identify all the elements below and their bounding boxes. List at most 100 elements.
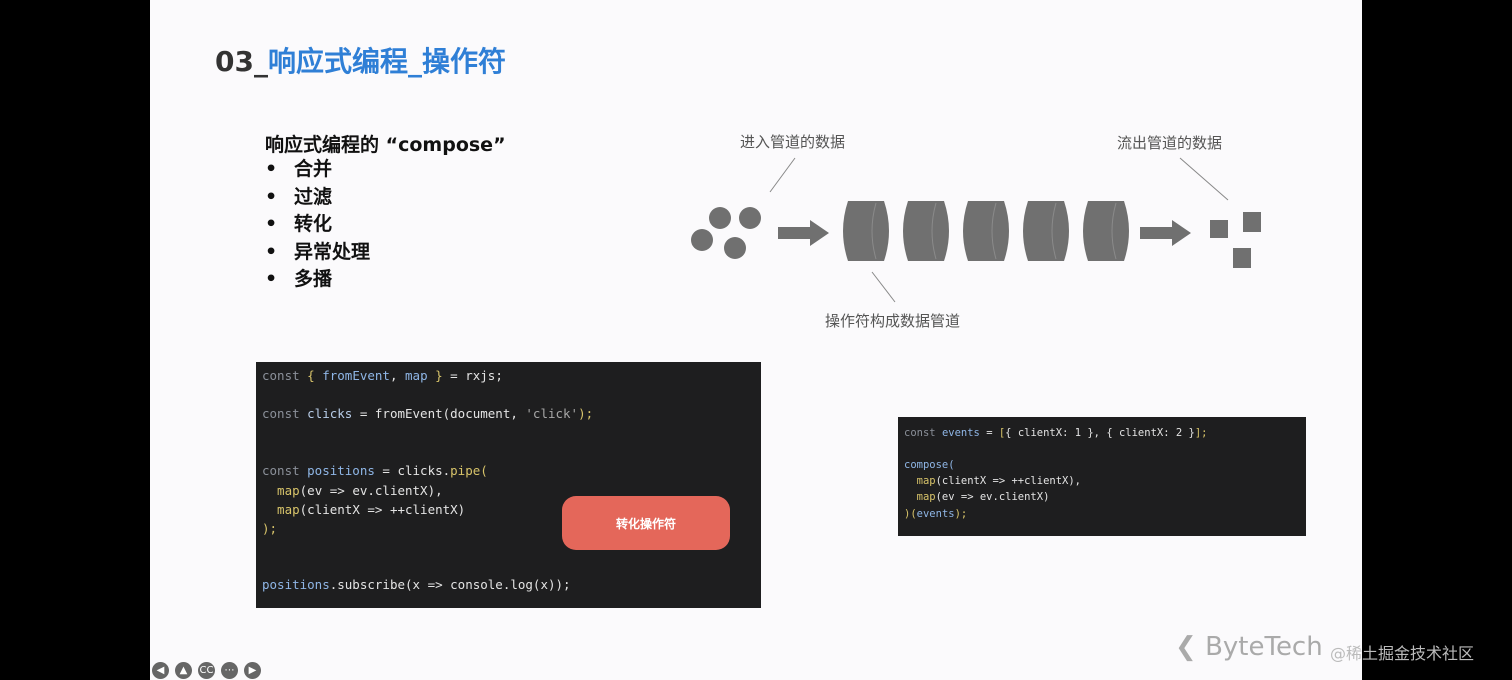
bullet-text: 异常处理 xyxy=(294,240,371,263)
code-token: events xyxy=(941,427,980,439)
code-token: map xyxy=(262,483,300,498)
bullet-dot: • xyxy=(265,185,278,208)
code-token: positions xyxy=(307,463,375,478)
watermark: @稀土掘金技术社区 xyxy=(1330,644,1475,663)
label-output-data: 流出管道的数据 xyxy=(1117,134,1223,152)
logo-text: ByteTech xyxy=(1205,632,1323,662)
operator-cylinder xyxy=(1083,201,1129,261)
operator-cylinder xyxy=(843,201,889,261)
output-data-square xyxy=(1243,212,1261,232)
code-token: .subscribe(x => console.log(x)); xyxy=(329,577,571,592)
code-token: { xyxy=(307,368,323,383)
arrow-in-icon xyxy=(778,220,829,246)
operator-cylinder xyxy=(1023,201,1069,261)
code-token: (clientX => ++clientX), xyxy=(935,475,1082,487)
input-data-circle xyxy=(709,207,731,229)
code-token: ]; xyxy=(1194,427,1208,439)
bullet-dot: • xyxy=(265,213,278,235)
code-token: map xyxy=(904,475,936,487)
code-token: (clientX => ++clientX) xyxy=(299,502,466,517)
player-controls: ◀ ▲ CC ⋯ ▶ xyxy=(152,662,261,679)
leader-line xyxy=(769,157,796,193)
code-token: ); xyxy=(954,508,968,520)
cylinder-edge xyxy=(991,202,997,260)
pointer-icon[interactable]: ▲ xyxy=(175,662,192,679)
cylinder-edge xyxy=(931,202,937,260)
bytetech-logo: ❮ ByteTech xyxy=(1175,632,1323,662)
input-data-circle xyxy=(724,237,746,259)
callout-transform-operator: 转化操作符 xyxy=(562,496,730,550)
code-token: map xyxy=(262,502,300,517)
code-token: const xyxy=(262,463,308,478)
leader-line xyxy=(871,271,896,303)
code-line: const positions = clicks.pipe( xyxy=(262,463,488,478)
code-token: = clicks. xyxy=(374,463,451,478)
output-data-square xyxy=(1233,248,1251,268)
bullet-dot: • xyxy=(265,240,278,263)
bullet-item: • 多播 xyxy=(265,266,370,294)
code-line: const { fromEvent, map } = rxjs; xyxy=(262,368,503,383)
operator-cylinder xyxy=(963,201,1009,261)
code-token: fromEvent xyxy=(322,368,390,383)
slide-title: 03_响应式编程_操作符 xyxy=(215,40,506,80)
rxjs-code-block: const { fromEvent, map } = rxjs;const cl… xyxy=(256,362,761,608)
code-token: const xyxy=(262,368,308,383)
code-line: map(clientX => ++clientX), xyxy=(904,475,1081,487)
leader-line xyxy=(1179,157,1229,201)
arrow-out-icon xyxy=(1140,220,1191,246)
code-token: (ev => ev.clientX) xyxy=(935,491,1050,503)
bullet-text: 合并 xyxy=(294,158,333,180)
code-token: pipe( xyxy=(450,463,488,478)
cylinder-edge xyxy=(871,202,877,260)
code-token: (ev => ev.clientX), xyxy=(299,483,443,498)
code-line: )(events); xyxy=(904,508,967,520)
title-number: 03_ xyxy=(215,45,268,78)
code-token: 'click' xyxy=(525,406,579,421)
code-token: { clientX: 1 }, { clientX: 2 } xyxy=(1005,427,1195,439)
code-token: )( xyxy=(904,508,917,520)
code-line: const clicks = fromEvent(document, 'clic… xyxy=(262,406,593,421)
bullet-dot: • xyxy=(265,158,278,180)
cylinder-edge xyxy=(1051,202,1057,260)
operator-cylinder xyxy=(903,201,949,261)
cylinder-edge xyxy=(1111,202,1117,260)
code-token: ); xyxy=(578,406,594,421)
label-pipeline: 操作符构成数据管道 xyxy=(825,312,961,330)
code-line: map(ev => ev.clientX), xyxy=(262,483,443,498)
previous-icon[interactable]: ◀ xyxy=(152,662,169,679)
code-token: = fromEvent(document, xyxy=(352,406,526,421)
output-data-square xyxy=(1210,220,1228,238)
more-icon[interactable]: ⋯ xyxy=(221,662,238,679)
compose-code-block: const events = [{ clientX: 1 }, { client… xyxy=(898,417,1306,536)
code-token: = xyxy=(979,427,999,439)
bullet-text: 多播 xyxy=(294,268,333,290)
code-token: clicks xyxy=(307,406,353,421)
title-text: 响应式编程_操作符 xyxy=(267,45,506,78)
bullet-item: • 过滤 xyxy=(265,184,370,212)
code-line: compose( xyxy=(904,459,955,471)
code-token: compose( xyxy=(904,459,955,471)
code-line: const events = [{ clientX: 1 }, { client… xyxy=(904,427,1207,439)
next-icon[interactable]: ▶ xyxy=(244,662,261,679)
code-token: map xyxy=(405,368,428,383)
code-line: ); xyxy=(262,521,277,536)
input-data-circle xyxy=(691,229,713,251)
code-token: ); xyxy=(262,521,278,536)
section-heading: 响应式编程的 “compose” xyxy=(265,134,506,156)
code-token: [ xyxy=(998,427,1006,439)
code-line: map(clientX => ++clientX) xyxy=(262,502,465,517)
bullet-dot: • xyxy=(265,268,278,290)
code-token: events xyxy=(916,508,955,520)
captions-icon[interactable]: CC xyxy=(198,662,215,679)
code-token: map xyxy=(904,491,936,503)
code-token: const xyxy=(262,406,308,421)
bullet-item: • 合并 xyxy=(265,156,370,184)
bullet-text: 转化 xyxy=(294,213,333,235)
label-input-data: 进入管道的数据 xyxy=(740,133,846,151)
code-line: map(ev => ev.clientX) xyxy=(904,491,1050,503)
code-token: const xyxy=(904,427,942,439)
bullet-list: • 合并 • 过滤 • 转化 • 异常处理 • 多播 xyxy=(265,156,370,294)
bullet-text: 过滤 xyxy=(294,185,333,208)
code-line: positions.subscribe(x => console.log(x))… xyxy=(262,577,571,592)
code-token: positions xyxy=(262,577,330,592)
